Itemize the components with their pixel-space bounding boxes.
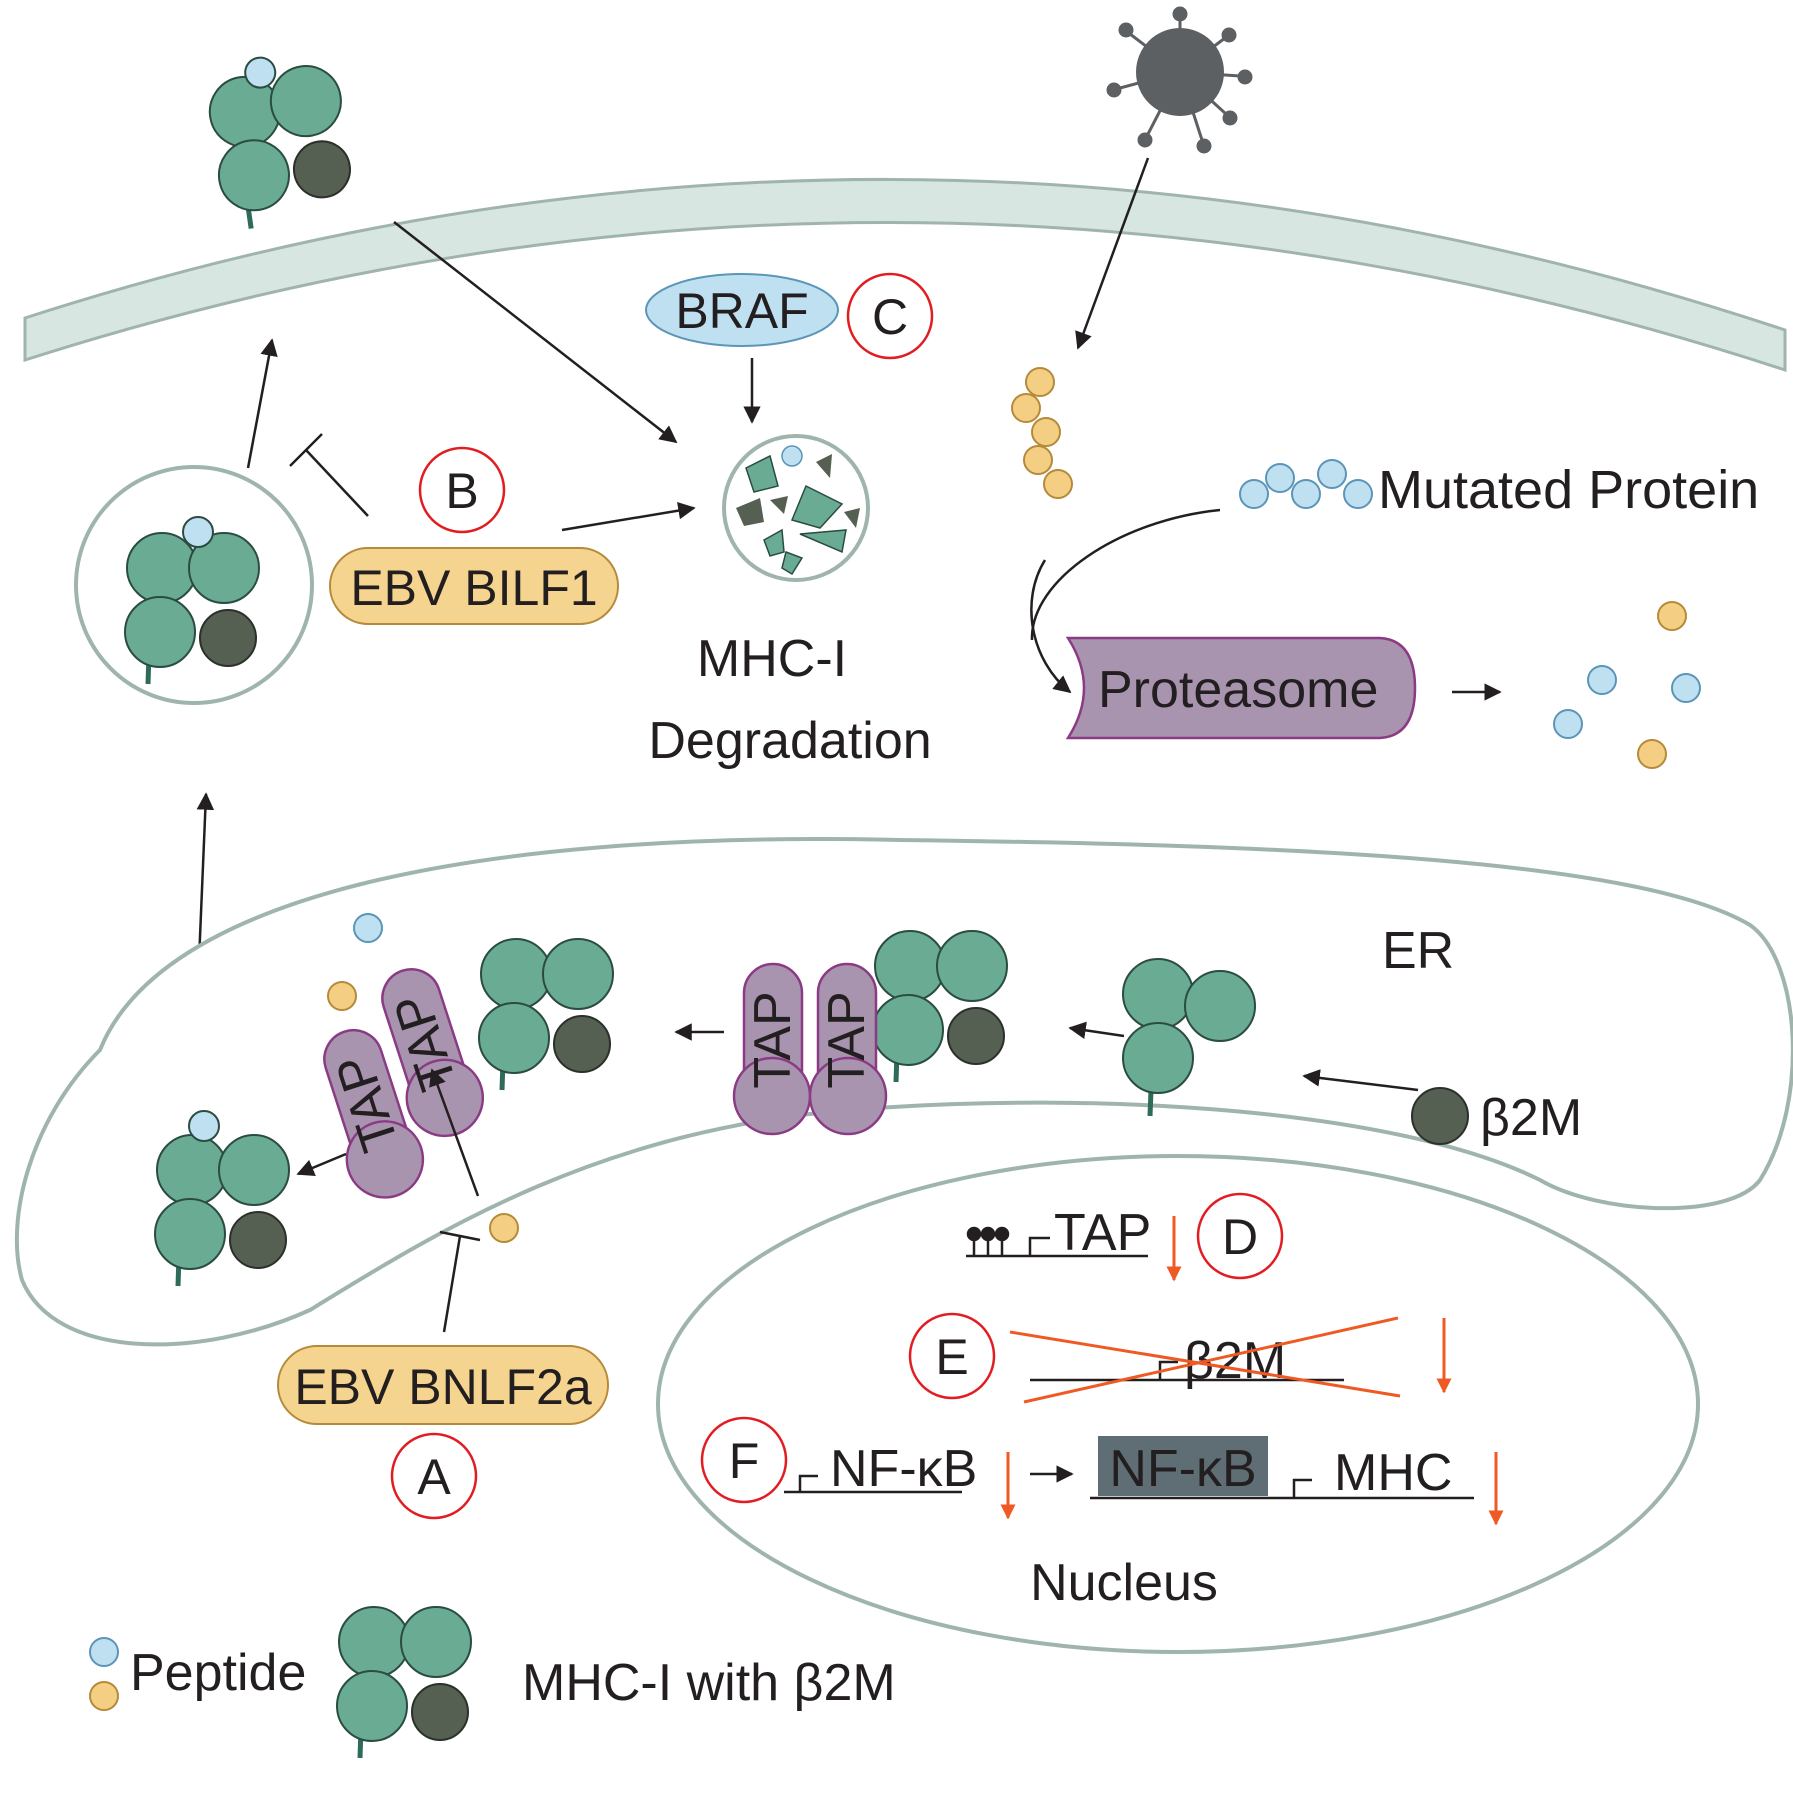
tap-label-1: TAP [744,991,802,1088]
b2m-gene-label: β2M [1184,1332,1286,1390]
proteasome-label: Proteasome [1098,661,1378,719]
ebv-bilf1-node [329,547,619,625]
mhc-gene-label: MHC [1334,1444,1452,1502]
er-label: ER [1382,922,1454,980]
er-mhc-loaded-complex [155,1110,289,1286]
legend: Peptide MHC-I with β2M [89,1607,896,1758]
label-e: E [935,1329,968,1385]
b2m-label: β2M [1480,1089,1582,1147]
legend-peptide-yellow-icon [89,1681,119,1711]
tap-gene-label: TAP [1054,1204,1151,1262]
cytosolic-peptide [489,1213,519,1243]
lysosome [722,434,870,582]
label-c-badge [846,272,934,360]
b2m-free-icon [1411,1087,1469,1145]
tap-gene-methylation [966,1226,1148,1258]
label-e-badge [908,1312,996,1400]
vesicle-mhc-complex [125,516,259,684]
mhc-degradation-line2: Degradation [648,712,931,770]
nfkb-protein-label: NF-κB [1109,1440,1256,1498]
ebv-bnlf2a-label: EBV BNLF2a [294,1359,592,1415]
label-f-badge [700,1416,788,1504]
b2m-gene [1030,1360,1344,1382]
nfkb-protein-box [1098,1436,1268,1496]
legend-peptide-label: Peptide [130,1644,306,1702]
label-f: F [729,1433,760,1489]
surface-mhc-complex [200,56,361,233]
proteasome [1065,636,1417,740]
tap-label-2: TAP [818,991,876,1088]
ebv-bnlf2a-node [277,1345,609,1425]
label-a: A [417,1449,451,1505]
label-b: B [445,463,478,519]
nfkb-gene-label: NF-κB [830,1440,977,1498]
label-a-badge [390,1432,478,1520]
viral-peptide-chain [1011,367,1073,499]
braf-label: BRAF [675,283,808,339]
label-c: C [872,289,908,345]
tap-transporter-upright: TAP TAP [732,962,888,1136]
b2m-deletion-cross-2 [1023,1316,1399,1404]
degraded-peptides [1553,601,1701,769]
virus-icon [1106,6,1253,154]
label-d-badge [1196,1192,1284,1280]
mhc-degradation-line1: MHC-I [697,630,847,688]
legend-mhc-icon [337,1607,471,1758]
legend-peptide-blue-icon [89,1637,119,1667]
mutated-protein-chain [1239,459,1373,509]
legend-mhc-label: MHC-I with β2M [522,1654,896,1712]
mhc-gene [1090,1478,1474,1500]
ebv-bilf1-label: EBV BILF1 [350,560,597,616]
cell-membrane [23,177,1787,373]
label-d: D [1222,1209,1258,1265]
label-b-badge [418,446,506,534]
nucleus-label: Nucleus [1030,1554,1218,1612]
b2m-deletion-cross-1 [1009,1330,1401,1398]
endoplasmic-reticulum [14,837,1793,1347]
mutated-protein-label: Mutated Protein [1378,460,1759,520]
nfkb-gene [784,1474,962,1494]
nucleus [656,1154,1700,1654]
braf-node [645,273,839,347]
